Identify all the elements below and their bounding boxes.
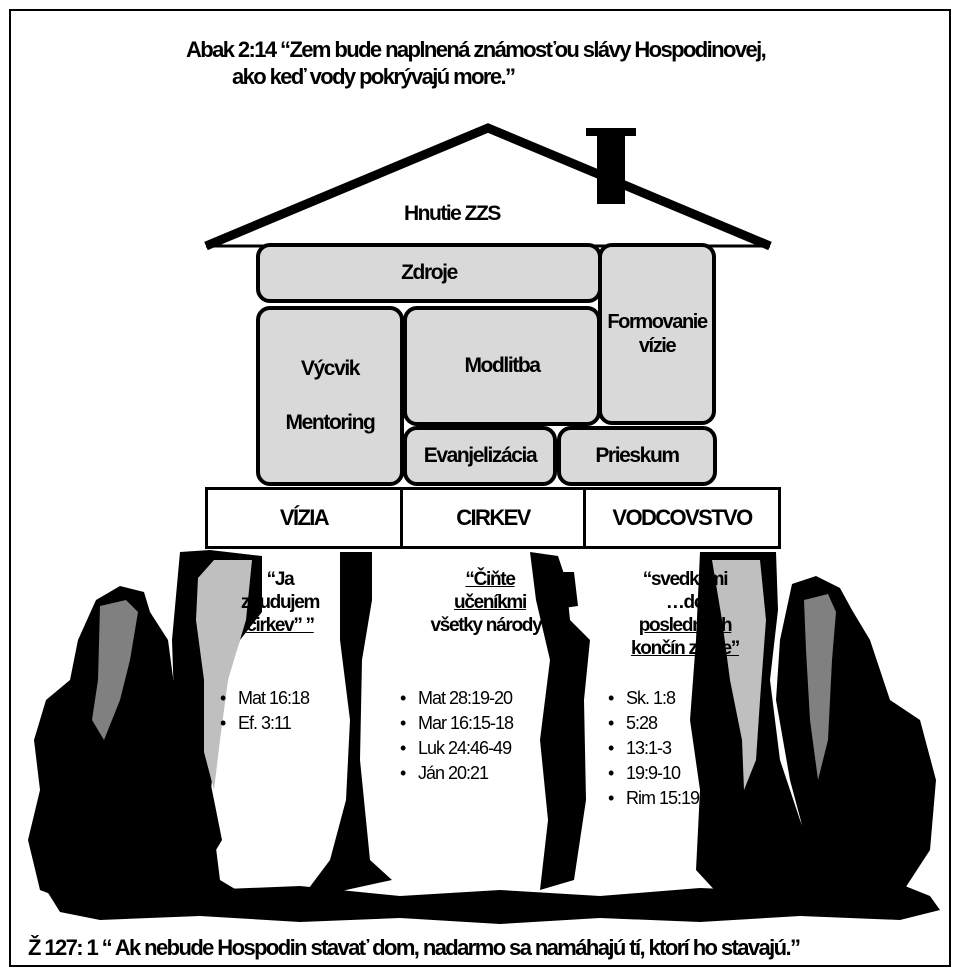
- pillar-quote-vodcovstvo: “svedkami …do posledných končín zeme”: [615, 568, 755, 660]
- quote-line: …do: [665, 592, 706, 613]
- ref-item: Mat 16:18: [220, 686, 310, 711]
- quote-line: “svedkami: [642, 569, 729, 590]
- ref-item: Ján 20:21: [400, 761, 513, 786]
- ref-item: Luk 24:46-49: [400, 736, 513, 761]
- ref-item: 5:28: [608, 711, 699, 736]
- pillar-label-vizia-text: VÍZIA: [279, 505, 330, 530]
- quote-line: “Čiňte: [465, 569, 516, 590]
- quote-line: “Ja: [266, 569, 295, 590]
- quote-line: zbudujem: [240, 592, 321, 613]
- top-verse-line2: ako keď vody pokrývajú more.”: [232, 64, 516, 89]
- quote-line: učeníkmi: [454, 592, 527, 613]
- quote-line: všetky národy”: [430, 615, 550, 636]
- room-vycvik-label: Výcvik: [300, 357, 361, 380]
- ref-item: Sk. 1:8: [608, 686, 699, 711]
- chimney: [597, 134, 625, 204]
- room-evanjelizacia-label: Evanjelizácia: [423, 444, 538, 467]
- top-verse: Abak 2:14 “Zem bude naplnená známosťou s…: [186, 36, 767, 90]
- room-zdroje-label: Zdroje: [401, 261, 458, 284]
- room-zdroje: Zdroje: [256, 243, 602, 303]
- pillar-label-vodcovstvo: VODCOVSTVO: [583, 487, 781, 549]
- pillar-label-cirkev-text: CIRKEV: [456, 505, 531, 530]
- page-frame: [9, 9, 951, 967]
- room-formovanie-label: Formovanie vízie: [607, 311, 708, 357]
- quote-line: posledných: [638, 615, 733, 636]
- room-prieskum-label: Prieskum: [595, 444, 680, 467]
- pillar-quote-vizia: “Ja zbudujem cirkev” ”: [225, 568, 335, 637]
- quote-line: končín zeme”: [631, 638, 740, 659]
- room-vycvik-mentoring: Výcvik Mentoring: [256, 306, 404, 486]
- roof-title: Hnutie ZZS: [404, 202, 501, 225]
- roof: [204, 123, 772, 251]
- pillar-label-vizia: VÍZIA: [205, 487, 403, 549]
- refs-cirkev: Mat 28:19-20 Mar 16:15-18 Luk 24:46-49 J…: [400, 686, 514, 786]
- room-modlitba-label: Modlitba: [464, 354, 541, 377]
- pillar-label-cirkev: CIRKEV: [400, 487, 586, 549]
- room-modlitba: Modlitba: [403, 306, 601, 426]
- top-verse-line1: Abak 2:14 “Zem bude naplnená známosťou s…: [186, 37, 767, 62]
- ref-item: 13:1-3: [608, 736, 699, 761]
- room-prieskum: Prieskum: [557, 426, 717, 486]
- refs-vizia: Mat 16:18 Ef. 3:11: [220, 686, 310, 736]
- room-formovanie-vizie: Formovanie vízie: [598, 243, 716, 425]
- quote-line: cirkev” ”: [246, 615, 315, 636]
- pillar-label-vodcovstvo-text: VODCOVSTVO: [612, 505, 753, 530]
- ref-item: Mar 16:15-18: [400, 711, 514, 736]
- rocks: [28, 550, 940, 924]
- room-mentoring-label: Mentoring: [285, 411, 376, 434]
- chimney-cap: [586, 128, 636, 136]
- ref-item: Ef. 3:11: [220, 711, 309, 736]
- pillar-quote-cirkev: “Čiňte učeníkmi všetky národy”: [410, 568, 570, 637]
- refs-vodcovstvo: Sk. 1:8 5:28 13:1-3 19:9-10 Rim 15:19: [608, 686, 700, 811]
- ref-item: Mat 28:19-20: [400, 686, 513, 711]
- bottom-verse: Ž 127: 1 “ Ak nebude Hospodin stavať dom…: [28, 935, 801, 960]
- ref-item: 19:9-10: [608, 761, 699, 786]
- ref-item: Rim 15:19: [608, 786, 700, 811]
- room-evanjelizacia: Evanjelizácia: [403, 426, 557, 486]
